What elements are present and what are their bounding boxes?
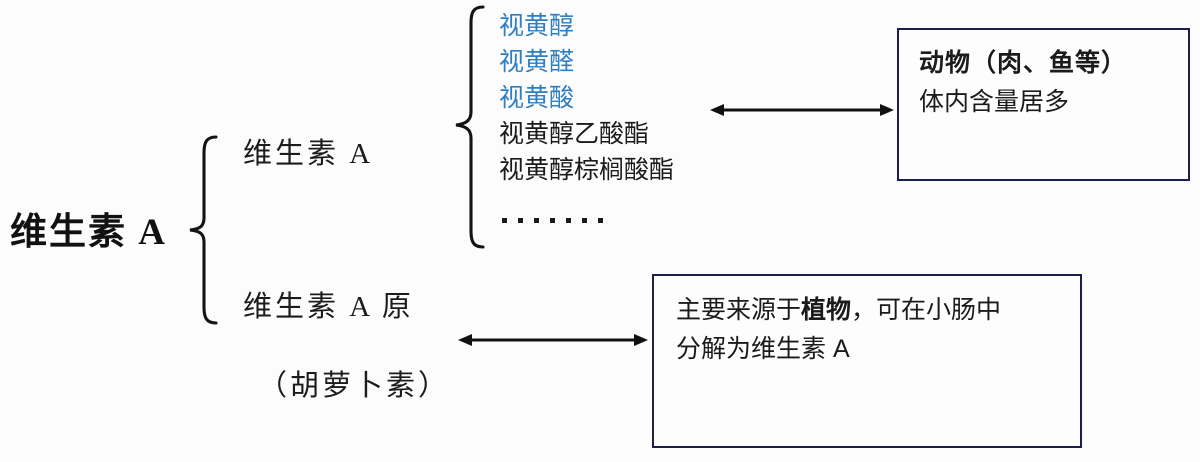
plant-box-line-1: 主要来源于植物，可在小肠中	[676, 291, 1080, 330]
ellipsis-dot	[502, 218, 507, 223]
ellipsis-dot	[582, 218, 587, 223]
branch-label-provitamin-a: 维生素 A 原	[243, 291, 414, 323]
branch-label-vitamin-a: 维生素 A	[243, 138, 374, 170]
double-arrow-to-plant-box-icon	[458, 334, 648, 346]
compound-item: 视黄醇棕榈酸酯	[499, 156, 675, 184]
compound-item: 视黄醇	[499, 12, 575, 40]
root-title: 维生素 A	[10, 212, 167, 253]
ellipsis-dot	[598, 218, 603, 223]
plant-source-box: 主要来源于植物，可在小肠中 分解为维生素 A	[652, 274, 1082, 448]
plant-box-line-1-pre: 主要来源于	[676, 296, 802, 324]
animal-source-box: 动物（肉、鱼等） 体内含量居多	[897, 28, 1190, 181]
compound-list: 视黄醇 视黄醛 视黄酸 视黄醇乙酸酯 视黄醇棕榈酸酯	[499, 8, 759, 188]
plant-box-line-1-post: ，可在小肠中	[851, 296, 1002, 324]
compound-item: 视黄醛	[499, 48, 575, 76]
plant-box-line-1-emphasis: 植物	[801, 296, 852, 324]
compound-item: 视黄醇乙酸酯	[499, 120, 650, 148]
compound-list-ellipsis	[502, 218, 603, 223]
animal-box-heading: 动物（肉、鱼等）	[919, 49, 1128, 77]
double-arrow-to-animal-box-icon	[710, 104, 894, 116]
compound-item: 视黄酸	[499, 84, 575, 112]
ellipsis-dot	[550, 218, 555, 223]
ellipsis-dot	[518, 218, 523, 223]
compound-list-brace-icon	[455, 5, 485, 249]
plant-box-line-2: 分解为维生素 A	[676, 335, 850, 363]
animal-box-body: 体内含量居多	[919, 88, 1070, 116]
ellipsis-dot	[534, 218, 539, 223]
ellipsis-dot	[566, 218, 571, 223]
main-brace-icon	[189, 135, 218, 325]
branch-label-carotene: （胡萝卜素）	[258, 370, 451, 402]
